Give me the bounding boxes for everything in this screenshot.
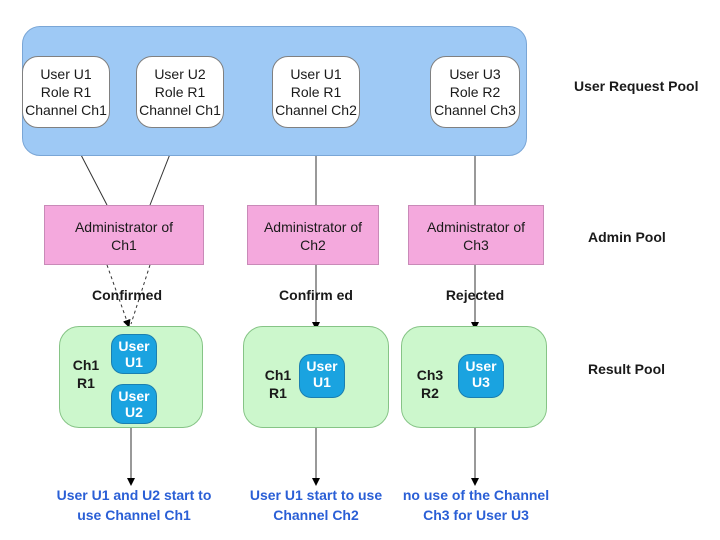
request-box-u1-ch1: User U1 Role R1 Channel Ch1 xyxy=(22,56,110,128)
outcome-line1: User U1 and U2 start to xyxy=(56,487,212,503)
user-request-pool-label: User Request Pool xyxy=(574,78,699,94)
outcome-ch2: User U1 start to use Channel Ch2 xyxy=(240,485,392,525)
outcome-line2: use Channel Ch1 xyxy=(77,507,191,523)
admin-line2: Ch2 xyxy=(300,237,326,253)
request-user: User U1 xyxy=(40,66,92,82)
result-role: R1 xyxy=(269,385,287,401)
request-role: Role R1 xyxy=(290,84,342,100)
request-role: Role R1 xyxy=(154,84,206,100)
request-role: Role R1 xyxy=(40,84,92,100)
result-ch1-label: Ch1 R1 xyxy=(66,356,106,392)
request-user: User U1 xyxy=(290,66,342,82)
result-role: R2 xyxy=(421,385,439,401)
admin-pool-label: Admin Pool xyxy=(588,229,666,245)
chip-line2: U2 xyxy=(125,404,143,420)
chip-line1: User xyxy=(118,338,150,354)
admin-line1: Administrator of xyxy=(74,219,174,235)
admin-line2: Ch1 xyxy=(111,237,137,253)
user-chip-u2: User U2 xyxy=(111,384,157,424)
result-ch3-label: Ch3 R2 xyxy=(410,366,450,402)
status-label-ch2: Confirm ed xyxy=(279,287,353,303)
chip-line1: User xyxy=(118,388,150,404)
result-ch2-label: Ch1 R1 xyxy=(258,366,298,402)
chip-line1: User xyxy=(465,358,497,374)
status-label-ch3: Rejected xyxy=(445,287,505,303)
admin-line1: Administrator of xyxy=(263,219,363,235)
result-channel: Ch1 xyxy=(72,357,100,373)
chip-line2: U1 xyxy=(125,354,143,370)
chip-line1: User xyxy=(306,358,338,374)
request-channel: Channel Ch1 xyxy=(139,102,221,118)
outcome-line1: no use of the Channel xyxy=(402,487,550,503)
admin-line2: Ch3 xyxy=(463,237,489,253)
admin-ch1-to-result-u2-line xyxy=(130,264,151,325)
request-channel: Channel Ch3 xyxy=(434,102,516,118)
request-channel: Channel Ch2 xyxy=(275,102,357,118)
chip-line2: U1 xyxy=(313,374,331,390)
request-box-u3-ch3: User U3 Role R2 Channel Ch3 xyxy=(430,56,520,128)
admin-box-ch3: Administrator of Ch3 xyxy=(408,205,544,265)
admin-ch1-to-result-u1-arrow xyxy=(106,264,131,328)
request-box-u2-ch1: User U2 Role R1 Channel Ch1 xyxy=(136,56,224,128)
request-channel: Channel Ch1 xyxy=(25,102,107,118)
result-channel: Ch1 xyxy=(264,367,292,383)
chip-line2: U3 xyxy=(472,374,490,390)
status-label-ch1: Confirmed xyxy=(92,287,162,303)
outcome-line1: User U1 start to use xyxy=(249,487,383,503)
admin-box-ch2: Administrator of Ch2 xyxy=(247,205,379,265)
user-chip-u1: User U1 xyxy=(111,334,157,374)
user-chip-u3: User U3 xyxy=(458,354,504,398)
result-pool-label: Result Pool xyxy=(588,361,666,377)
request-role: Role R2 xyxy=(449,84,501,100)
outcome-ch1: User U1 and U2 start to use Channel Ch1 xyxy=(46,485,222,525)
request-box-u1-ch2: User U1 Role R1 Channel Ch2 xyxy=(272,56,360,128)
outcome-line2: Ch3 for User U3 xyxy=(423,507,529,523)
request-user: User U2 xyxy=(154,66,206,82)
request-user: User U3 xyxy=(449,66,501,82)
outcome-ch3: no use of the Channel Ch3 for User U3 xyxy=(396,485,556,525)
admin-box-ch1: Administrator of Ch1 xyxy=(44,205,204,265)
user-chip-u1: User U1 xyxy=(299,354,345,398)
result-role: R1 xyxy=(77,375,95,391)
result-channel: Ch3 xyxy=(416,367,444,383)
admin-line1: Administrator of xyxy=(426,219,526,235)
outcome-line2: Channel Ch2 xyxy=(273,507,359,523)
